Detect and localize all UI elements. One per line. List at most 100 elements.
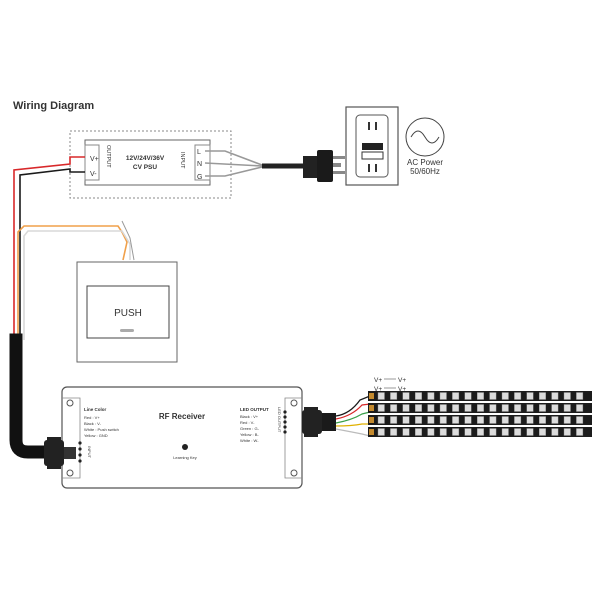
led-chip bbox=[551, 404, 559, 412]
led-chip bbox=[514, 416, 522, 424]
psu-output-terminal bbox=[84, 144, 100, 181]
led-output-row-5: White : W- bbox=[240, 438, 259, 443]
ac-power-label: AC Power bbox=[407, 158, 443, 167]
wire-n bbox=[204, 162, 263, 167]
outlet-slot-bottom-left bbox=[368, 164, 370, 172]
led-chip bbox=[539, 404, 546, 412]
led-chip bbox=[427, 404, 435, 412]
dc-red-wire bbox=[13, 156, 85, 340]
output-pin bbox=[283, 425, 287, 429]
mount-hole-bottom-left bbox=[66, 469, 74, 477]
output-wire-black bbox=[335, 395, 371, 417]
push-wire-lead bbox=[121, 220, 135, 261]
led-chip bbox=[402, 428, 410, 436]
psu-l-label: L bbox=[197, 149, 201, 156]
led-chip bbox=[514, 428, 522, 436]
wire-g bbox=[205, 166, 263, 177]
led-chip bbox=[390, 392, 398, 400]
led-chip bbox=[563, 416, 571, 424]
input-pin bbox=[78, 441, 82, 445]
line-color-row-4: Yellow : GND bbox=[84, 433, 108, 438]
led-chip bbox=[477, 404, 484, 412]
outlet-slot-top-right bbox=[375, 122, 377, 130]
led-chip bbox=[390, 404, 398, 412]
plug-body bbox=[317, 150, 333, 182]
output-wires bbox=[335, 395, 371, 437]
led-strips bbox=[368, 391, 592, 437]
output-wire-white bbox=[335, 428, 371, 437]
led-chip bbox=[464, 428, 472, 436]
led-chip bbox=[439, 416, 447, 424]
diagram-title: Wiring Diagram bbox=[13, 100, 95, 112]
learning-key-button[interactable] bbox=[182, 444, 188, 450]
gland-nut-right bbox=[304, 407, 318, 437]
solder-pad bbox=[369, 429, 374, 435]
outlet-slot-top-left bbox=[368, 122, 370, 130]
output-wire-yellow bbox=[335, 423, 370, 427]
led-chip bbox=[464, 416, 472, 424]
output-pin bbox=[283, 420, 287, 424]
wire-l bbox=[205, 150, 263, 166]
led-output-pins bbox=[283, 410, 287, 434]
led-chip bbox=[439, 428, 447, 436]
output-wire-red bbox=[335, 403, 371, 420]
led-chip bbox=[427, 392, 435, 400]
ac-frequency-label: 50/60Hz bbox=[410, 167, 440, 176]
receiver-housing bbox=[61, 386, 303, 489]
led-chip bbox=[489, 416, 497, 424]
led-chip bbox=[539, 392, 546, 400]
led-chip bbox=[464, 392, 472, 400]
input-pins bbox=[78, 441, 82, 463]
led-chip bbox=[415, 416, 422, 424]
led-chip bbox=[377, 416, 385, 424]
push-orange-wire bbox=[17, 225, 128, 340]
led-chip bbox=[439, 404, 447, 412]
output-wire-green bbox=[335, 411, 371, 424]
receiver-right-flange bbox=[284, 397, 302, 479]
led-chip bbox=[563, 428, 571, 436]
solder-pad bbox=[369, 405, 374, 411]
rf-receiver: RF Receiver Line Color Red : V+ Black : … bbox=[61, 386, 303, 489]
led-chip bbox=[514, 392, 522, 400]
led-chip bbox=[514, 404, 522, 412]
mount-hole-bottom-right bbox=[290, 469, 298, 477]
learning-key-label: Learning Key bbox=[173, 455, 197, 460]
led-output-row-3: Green : G- bbox=[240, 426, 260, 431]
plug-prong-top bbox=[333, 156, 345, 159]
led-output-side-label: LED OUTPUT bbox=[277, 407, 282, 433]
push-switch[interactable]: PUSH bbox=[76, 261, 178, 363]
led-output-row-1: Black : V+ bbox=[240, 414, 259, 419]
receiver-left-flange bbox=[62, 397, 81, 479]
solder-pad bbox=[369, 393, 374, 399]
led-chip bbox=[501, 416, 509, 424]
line-color-header: Line Color bbox=[84, 407, 106, 412]
led-chip bbox=[501, 392, 509, 400]
receiver-input-cable bbox=[9, 333, 59, 459]
mount-hole-top-left bbox=[66, 399, 74, 407]
gland-nut-left bbox=[47, 437, 61, 469]
led-chip bbox=[576, 428, 584, 436]
strip-vplus-label-2b: V+ bbox=[398, 386, 406, 393]
input-pin bbox=[78, 447, 82, 451]
psu-input-label: INPUT bbox=[179, 152, 185, 169]
output-cable-gland bbox=[302, 407, 336, 437]
led-chip bbox=[377, 392, 385, 400]
led-chip bbox=[415, 392, 422, 400]
line-color-row-3: White : Push switch bbox=[84, 427, 119, 432]
led-chip bbox=[551, 428, 559, 436]
psu-n-label: N bbox=[197, 161, 202, 168]
mount-hole-top-right bbox=[290, 399, 298, 407]
psu-v-minus-label: V- bbox=[90, 171, 97, 178]
solder-pad bbox=[369, 417, 374, 423]
plug-cord-boot bbox=[303, 156, 317, 178]
input-pin bbox=[78, 453, 82, 457]
led-chip bbox=[501, 404, 509, 412]
led-chip bbox=[427, 428, 435, 436]
led-chip bbox=[402, 404, 410, 412]
led-chip bbox=[452, 392, 460, 400]
ac-sine-icon bbox=[405, 117, 445, 157]
led-chip bbox=[452, 428, 460, 436]
psu-dashed-frame bbox=[69, 130, 232, 199]
led-chip bbox=[539, 416, 546, 424]
receiver-title: RF Receiver bbox=[159, 412, 205, 421]
